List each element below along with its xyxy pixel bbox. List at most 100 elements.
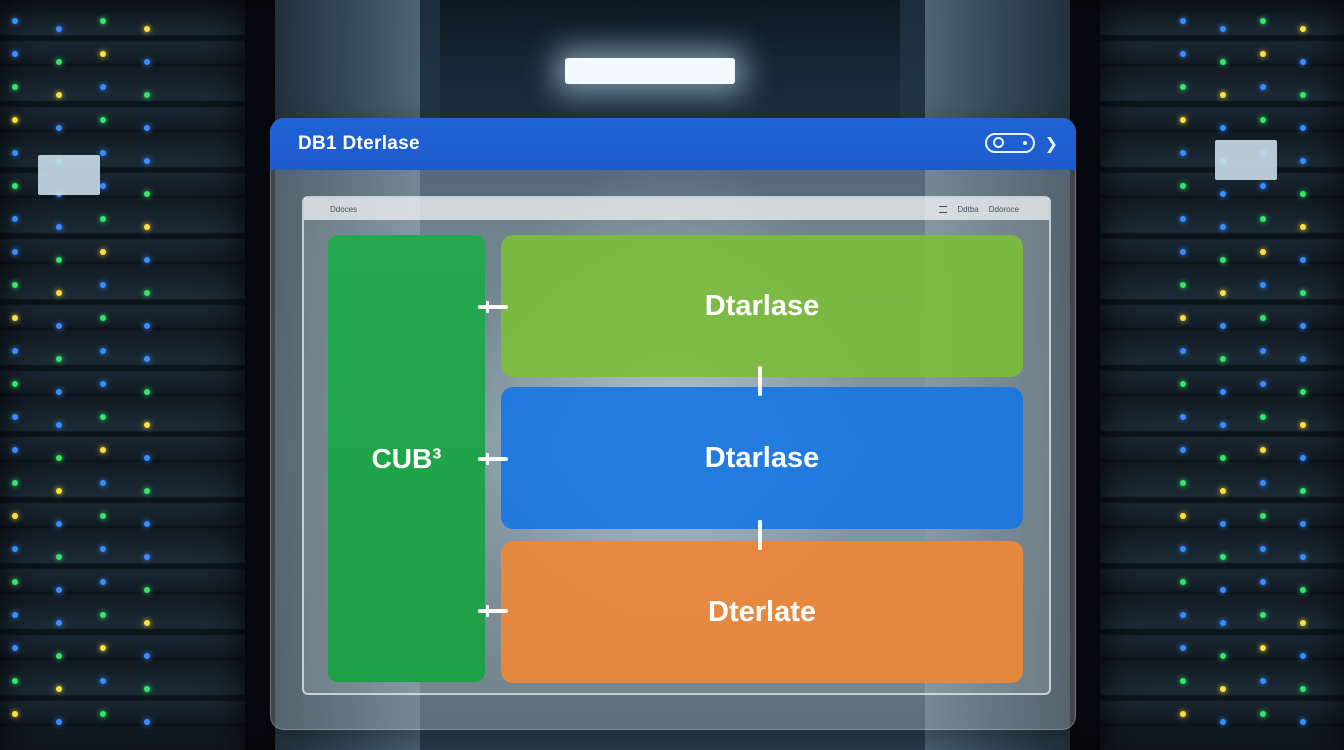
status-led — [1260, 315, 1266, 321]
status-led — [1220, 92, 1226, 98]
status-led — [1180, 84, 1186, 90]
status-led — [100, 546, 106, 552]
status-led — [100, 414, 106, 420]
status-led — [1260, 381, 1266, 387]
status-led — [1300, 92, 1306, 98]
status-led — [1260, 579, 1266, 585]
toggle-knob — [992, 137, 1004, 148]
status-led — [1260, 678, 1266, 684]
status-led — [1300, 554, 1306, 560]
status-led — [56, 224, 62, 230]
status-led — [1300, 521, 1306, 527]
status-led — [1220, 257, 1226, 263]
status-led — [144, 224, 150, 230]
status-led — [1260, 348, 1266, 354]
status-led — [1180, 282, 1186, 288]
status-led — [100, 381, 106, 387]
target-block-3-label: Dterlate — [708, 595, 816, 628]
window-title: DB1 Dterlase — [298, 133, 420, 154]
status-led — [1220, 422, 1226, 428]
status-led — [144, 290, 150, 296]
status-led — [56, 653, 62, 659]
status-led — [144, 653, 150, 659]
status-led — [144, 554, 150, 560]
status-led — [12, 612, 18, 618]
status-led — [1300, 224, 1306, 230]
status-led — [12, 117, 18, 123]
status-led — [1300, 356, 1306, 362]
status-led — [1300, 620, 1306, 626]
status-led — [1300, 653, 1306, 659]
title-controls: ❯ — [984, 133, 1058, 153]
status-led — [1180, 513, 1186, 519]
status-led — [1260, 414, 1266, 420]
status-led — [56, 389, 62, 395]
status-led — [12, 183, 18, 189]
source-block[interactable]: CUB³ — [328, 235, 485, 682]
status-led — [1220, 125, 1226, 131]
status-led — [56, 488, 62, 494]
menu-icon[interactable] — [939, 205, 948, 213]
status-led — [1260, 282, 1266, 288]
target-block-2[interactable]: Dtarlase — [501, 387, 1023, 529]
status-led — [56, 26, 62, 32]
status-led — [1180, 315, 1186, 321]
status-led — [1180, 447, 1186, 453]
status-led — [1180, 546, 1186, 552]
status-led — [144, 158, 150, 164]
window-titlebar: DB1 Dterlase ❯ — [270, 118, 1076, 170]
status-led — [1180, 579, 1186, 585]
status-led — [56, 59, 62, 65]
chevron-right-icon[interactable]: ❯ — [1044, 133, 1058, 153]
status-led — [56, 587, 62, 593]
status-led — [56, 422, 62, 428]
status-led — [56, 125, 62, 131]
status-led — [1220, 59, 1226, 65]
status-led — [1300, 290, 1306, 296]
status-led — [56, 554, 62, 560]
status-led — [144, 587, 150, 593]
status-led — [144, 488, 150, 494]
status-led — [1180, 612, 1186, 618]
status-led — [100, 150, 106, 156]
status-led — [1300, 587, 1306, 593]
status-led — [1260, 711, 1266, 717]
toggle-dot — [1022, 141, 1027, 145]
status-led — [100, 447, 106, 453]
connector-1 — [478, 301, 508, 313]
toggle-icon[interactable] — [984, 133, 1035, 153]
status-led — [12, 546, 18, 552]
status-led — [144, 422, 150, 428]
target-block-3[interactable]: Dterlate — [501, 541, 1023, 683]
status-led — [144, 26, 150, 32]
status-led — [1220, 356, 1226, 362]
status-led — [12, 678, 18, 684]
connector-vertical-2 — [758, 520, 762, 550]
target-block-1[interactable]: Dtarlase — [501, 235, 1023, 377]
status-led — [1180, 480, 1186, 486]
status-led — [1180, 678, 1186, 684]
status-led — [1220, 455, 1226, 461]
status-led — [100, 348, 106, 354]
status-led — [144, 686, 150, 692]
status-led — [100, 18, 106, 24]
status-led — [56, 92, 62, 98]
status-led — [56, 356, 62, 362]
status-led — [56, 719, 62, 725]
status-led — [1220, 224, 1226, 230]
status-led — [144, 389, 150, 395]
status-led — [100, 84, 106, 90]
status-led — [144, 323, 150, 329]
status-led — [1180, 216, 1186, 222]
status-led — [100, 678, 106, 684]
rack-panel-label — [38, 155, 100, 195]
inner-header-action-2[interactable]: Ddoroce — [988, 204, 1019, 214]
status-led — [1260, 546, 1266, 552]
status-led — [1180, 414, 1186, 420]
inner-header-actions: Ddtba Ddoroce — [939, 205, 1019, 214]
status-led — [1180, 183, 1186, 189]
status-led — [12, 84, 18, 90]
status-led — [1300, 488, 1306, 494]
inner-header-action-1[interactable]: Ddtba — [957, 204, 979, 214]
status-led — [1260, 183, 1266, 189]
